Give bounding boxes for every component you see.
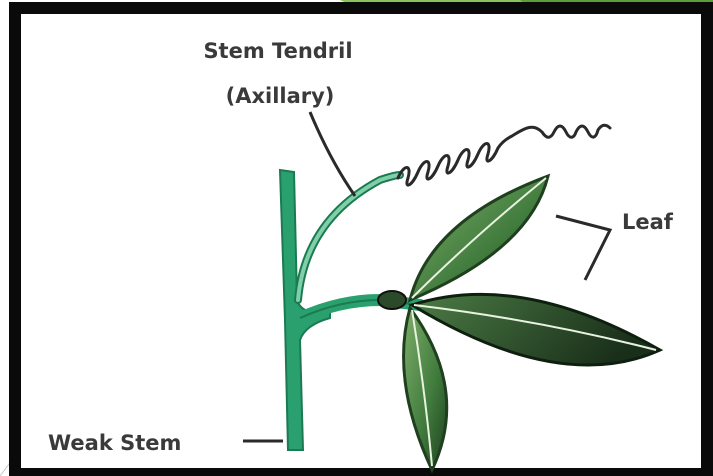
label-leaf: Leaf xyxy=(622,210,674,234)
label-axillary: (Axillary) xyxy=(226,84,335,108)
label-weak-stem: Weak Stem xyxy=(48,431,181,455)
label-stem-tendril: Stem Tendril xyxy=(203,39,352,63)
node-knot xyxy=(378,291,406,309)
